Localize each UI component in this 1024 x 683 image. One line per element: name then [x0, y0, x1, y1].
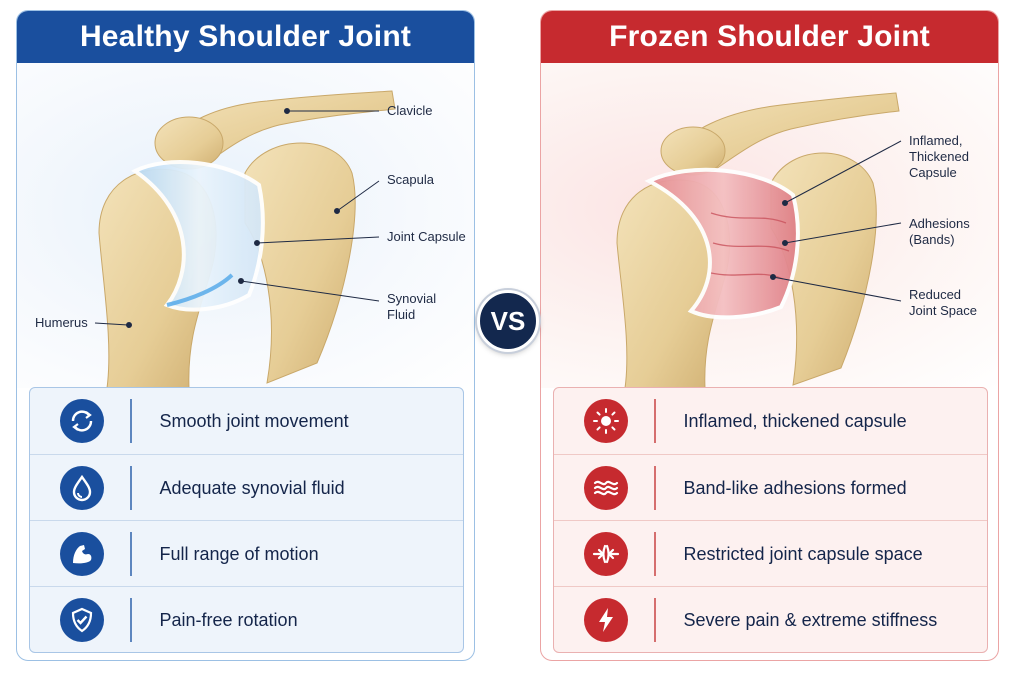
scapula-label: Scapula	[387, 172, 434, 187]
clavicle-bone	[668, 92, 900, 172]
feature-text: Restricted joint capsule space	[683, 543, 923, 564]
shield-check-icon	[60, 598, 104, 642]
synovial-label-line2: Fluid	[387, 307, 416, 322]
feature-text: Adequate synovial fluid	[159, 477, 345, 498]
frozen-illustration: Inflamed, Thickened Capsule Adhesions (B…	[541, 63, 998, 388]
compression-arrows-icon	[584, 532, 628, 576]
inflamed-label-line2: Thickened	[909, 149, 969, 164]
joint-capsule	[131, 160, 265, 312]
frozen-shoulder-diagram	[616, 92, 902, 388]
clavicle-label: Clavicle	[387, 103, 433, 118]
feature-text: Full range of motion	[159, 543, 319, 564]
reduced-space-label: Reduced Joint Space	[909, 287, 977, 319]
lightning-bolt-icon	[584, 598, 628, 642]
reduced-label-line2: Joint Space	[909, 303, 977, 318]
feature-text: Smooth joint movement	[159, 410, 349, 431]
vs-badge: VS	[477, 290, 539, 352]
feature-text: Band-like adhesions formed	[683, 477, 907, 498]
feature-text: Severe pain & extreme stiffness	[683, 609, 938, 630]
inflamed-capsule-label: Inflamed, Thickened Capsule	[909, 133, 969, 181]
rotation-arrows-icon	[60, 399, 104, 443]
feature-row: Severe pain & extreme stiffness	[554, 586, 987, 653]
scapula-bone	[244, 142, 356, 384]
healthy-shoulder-diagram	[94, 90, 396, 388]
feature-row: Restricted joint capsule space	[554, 520, 987, 587]
feature-row: Smooth joint movement	[30, 388, 463, 454]
frozen-title: Frozen Shoulder Joint	[541, 11, 998, 63]
humerus-label: Humerus	[35, 315, 88, 330]
feature-row: Full range of motion	[30, 520, 463, 587]
feature-row: Pain-free rotation	[30, 586, 463, 653]
water-drop-icon	[60, 466, 104, 510]
joint-capsule-label: Joint Capsule	[387, 229, 466, 244]
healthy-illustration: Clavicle Scapula Joint Capsule Synovial …	[17, 63, 474, 388]
synovial-fluid-label: Synovial Fluid	[387, 291, 436, 323]
frozen-features-list: Inflamed, thickened capsule Band-like ad…	[553, 387, 988, 653]
feature-text: Pain-free rotation	[159, 609, 298, 630]
inflamed-label-line1: Inflamed,	[909, 133, 963, 148]
synovial-label-line1: Synovial	[387, 291, 437, 306]
adhesions-label-line1: Adhesions	[909, 216, 970, 231]
inflammation-burst-icon	[584, 399, 628, 443]
feature-row: Inflamed, thickened capsule	[554, 388, 987, 454]
inflamed-capsule	[644, 167, 800, 320]
frozen-panel: Frozen Shoulder Joint	[540, 10, 999, 661]
healthy-title: Healthy Shoulder Joint	[17, 11, 474, 63]
adhesions-label-line2: (Bands)	[909, 232, 955, 247]
feature-row: Band-like adhesions formed	[554, 454, 987, 521]
healthy-features-list: Smooth joint movement Adequate synovial …	[29, 387, 464, 653]
wavy-bands-icon	[584, 466, 628, 510]
feature-row: Adequate synovial fluid	[30, 454, 463, 521]
feature-text: Inflamed, thickened capsule	[683, 410, 907, 431]
adhesions-label: Adhesions (Bands)	[909, 216, 970, 248]
healthy-panel: Healthy Shoulder Joint	[16, 10, 475, 661]
inflamed-label-line3: Capsule	[909, 165, 957, 180]
reduced-label-line1: Reduced	[909, 287, 962, 302]
flexed-arm-icon	[60, 532, 104, 576]
